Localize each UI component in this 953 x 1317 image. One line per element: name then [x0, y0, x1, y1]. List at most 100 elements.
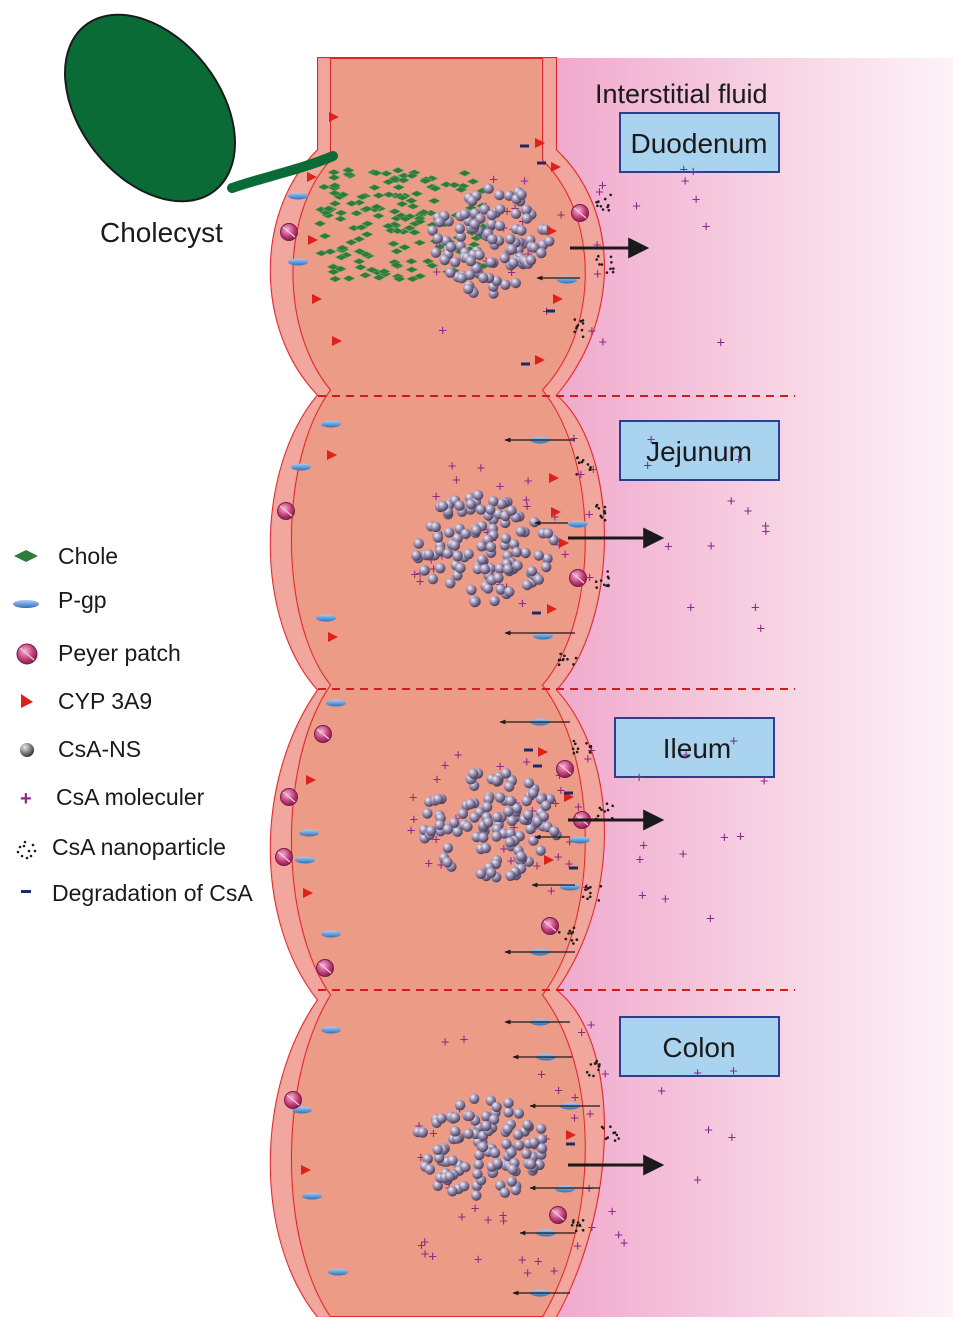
csa-plus: + [657, 1083, 666, 1100]
csa-ns-sphere [512, 560, 522, 570]
csa-ns-sphere [478, 273, 488, 283]
nanoparticle-dot [572, 663, 575, 666]
nanoparticle-dot [599, 807, 602, 810]
nanoparticle-dot [589, 892, 592, 895]
csa-ns-sphere [414, 538, 424, 548]
nanoparticle-dot [606, 802, 609, 805]
csa-plus: + [586, 1106, 595, 1123]
csa-ns-sphere [528, 788, 538, 798]
csa-ns-sphere [444, 527, 454, 537]
csa-ns-sphere [495, 221, 505, 231]
csa-plus: + [707, 538, 716, 555]
csa-ns-sphere [534, 550, 544, 560]
nanoparticle-dot [572, 748, 575, 751]
csa-ns-sphere [438, 501, 448, 511]
nanoparticle-dot [598, 263, 601, 266]
nanoparticle-dot [586, 897, 589, 900]
csa-plus: + [471, 1200, 480, 1217]
csa-ns-sphere [428, 574, 438, 584]
csa-ns-sphere [466, 585, 476, 595]
csa-plus: + [716, 335, 725, 352]
nanoparticle-dot [582, 1219, 585, 1222]
csa-ns-sphere [434, 217, 444, 227]
csa-plus: + [689, 164, 698, 181]
csa-ns-sphere [476, 504, 486, 514]
csa-plus: + [441, 758, 450, 775]
nanoparticle-dot [589, 468, 592, 471]
csa-ns-sphere [506, 506, 516, 516]
csa-ns-sphere [485, 504, 495, 514]
csa-ns-sphere [501, 533, 511, 543]
degradation-marker [566, 1143, 575, 1146]
csa-plus: + [484, 1212, 493, 1229]
legend-label: Chole [58, 543, 118, 569]
csa-ns-sphere [522, 1120, 532, 1130]
csa-ns-sphere [455, 563, 465, 573]
csa-ns-sphere [446, 242, 456, 252]
csa-ns-sphere [505, 234, 515, 244]
csa-plus: + [595, 184, 604, 201]
csa-ns-sphere [520, 548, 530, 558]
nanoparticle-dot [598, 1063, 601, 1066]
nanoparticle-dot [572, 942, 575, 945]
csa-ns-sphere [476, 869, 486, 879]
csa-ns-sphere [471, 525, 481, 535]
csa-plus: + [441, 1034, 450, 1051]
csa-ns-sphere [440, 255, 450, 265]
csa-ns-sphere [487, 210, 497, 220]
csa-ns-sphere [516, 190, 526, 200]
degradation-marker [537, 162, 546, 165]
nanoparticle-dot [582, 896, 585, 899]
csa-ns-sphere [516, 225, 526, 235]
csa-plus: + [643, 458, 652, 475]
degradation-dash-icon [21, 890, 31, 893]
csa-ns-sphere [463, 284, 473, 294]
csa-plus: + [518, 596, 527, 613]
csa-plus: + [682, 747, 691, 764]
nanoparticle-dot [606, 206, 609, 209]
nanoparticle-dot [576, 1224, 579, 1227]
csa-ns-sphere [445, 1171, 455, 1181]
csa-ns-sphere [469, 219, 479, 229]
csa-plus: + [593, 237, 602, 254]
nanoparticle-dot [600, 579, 603, 582]
csa-plus: + [522, 492, 531, 509]
csa-ns-sphere [508, 1164, 518, 1174]
csa-plus: + [565, 856, 574, 873]
csa-ns-sphere [465, 270, 475, 280]
csa-ns-sphere [522, 213, 532, 223]
csa-ns-sphere [473, 490, 483, 500]
legend-item-csa-plus: + CsA moleculer [20, 784, 205, 810]
nanoparticle-dot [604, 198, 607, 201]
csa-plus: + [570, 431, 579, 448]
csa-plus: + [533, 858, 542, 875]
pgp-marker [321, 421, 341, 428]
csa-ns-sphere [480, 564, 490, 574]
csa-plus: + [729, 1063, 738, 1080]
nanoparticle-dot [606, 271, 609, 274]
nanoparticle-dot [600, 205, 603, 208]
csa-ns-sphere [487, 234, 497, 244]
pgp-marker [321, 1027, 341, 1034]
pgp-marker [295, 857, 315, 864]
csa-ns-sphere [543, 528, 553, 538]
csa-plus: + [635, 769, 644, 786]
nanoparticle-dot [559, 653, 562, 656]
nanoparticle-dot [598, 507, 601, 510]
nanoparticle-dot [616, 1134, 619, 1137]
nanoparticle-dot [577, 747, 580, 750]
nanoparticle-dot [574, 743, 577, 746]
nanoparticle-dot [604, 519, 607, 522]
csa-ns-sphere [504, 587, 514, 597]
csa-ns-sphere [495, 792, 505, 802]
nanoparticle-dot [602, 208, 605, 211]
csa-ns-sphere [484, 184, 494, 194]
nanoparticle-dot [600, 885, 603, 888]
csa-ns-sphere [502, 1124, 512, 1134]
csa-ns-sphere [447, 1186, 457, 1196]
cholecyst-label: Cholecyst [100, 217, 223, 248]
nanoparticle-dot [573, 927, 576, 930]
csa-ns-sphere [493, 573, 503, 583]
csa-ns-sphere [425, 1164, 435, 1174]
csa-plus: + [702, 219, 711, 236]
